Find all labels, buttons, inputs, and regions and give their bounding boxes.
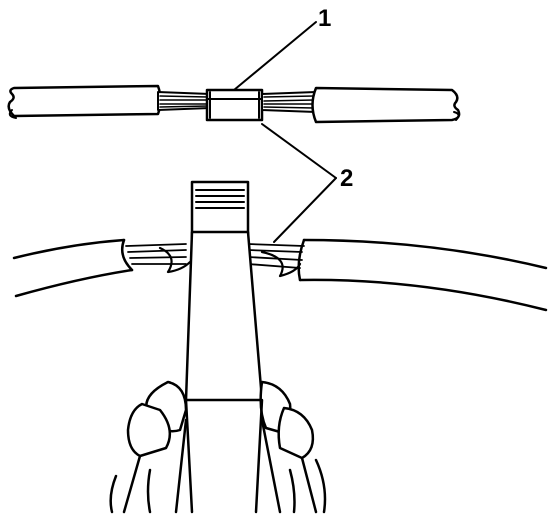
splice-sleeve [205,88,264,122]
left-wire-insulation [7,84,162,119]
curved-wire-assembly [12,238,548,312]
curved-left-wire [12,238,134,298]
spliced-wire-assembly [7,84,461,124]
crimping-tool-right-handle [259,380,327,514]
crimping-tool-body [184,230,264,402]
curved-left-strands [125,243,192,274]
right-wire-insulation [311,86,461,124]
curved-right-wire [297,238,548,312]
crimping-tool-left-handle [109,380,188,514]
callout-1: 1 [233,5,331,91]
left-wire-strands [157,91,211,111]
callout-2-leader-line-lower [273,177,337,243]
callout-2: 2 [261,123,353,243]
callout-1-leader-line [233,21,317,91]
callout-2-leader-line-upper [261,123,337,179]
callout-1-label: 1 [318,5,331,32]
right-wire-strands [261,91,317,113]
crimping-tool [109,180,327,514]
callout-2-label: 2 [340,165,353,192]
crimping-tool-pivot [184,398,264,514]
curved-right-strands [247,243,305,278]
